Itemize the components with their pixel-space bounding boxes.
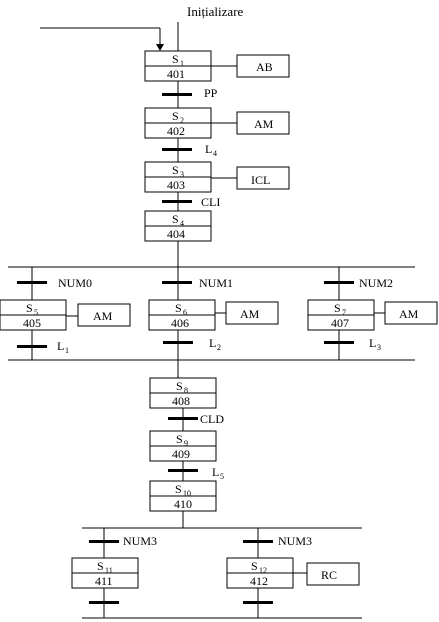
step-s2-code: 402 — [167, 124, 185, 138]
step-s5-letter: S — [26, 301, 33, 315]
step-s11: S 11 411 — [71, 557, 139, 589]
action-s12-label: RC — [321, 568, 337, 582]
step-s1-code: 401 — [167, 67, 185, 81]
step-s6: S 6 406 — [148, 299, 216, 331]
transition-num3b-label: NUM3 — [278, 534, 312, 548]
transition-l1-bar — [17, 345, 47, 348]
transition-l2-bar — [163, 341, 193, 344]
step-s8: S 8 408 — [149, 377, 217, 409]
action-s7: AM — [384, 301, 438, 325]
action-s3-label: ICL — [251, 173, 270, 187]
step-s5-code: 405 — [23, 316, 41, 330]
transition-num2-bar — [324, 281, 354, 284]
init-arrow-head — [156, 44, 164, 51]
step-s11-code: 411 — [95, 574, 113, 588]
step-s3-letter: S — [172, 163, 179, 177]
action-s2: AM — [236, 111, 290, 135]
step-s7-index: 7 — [342, 308, 346, 317]
transition-cli-label: CLI — [201, 195, 220, 209]
transition-num1-bar — [162, 281, 192, 284]
action-s5-label: AM — [93, 309, 113, 323]
step-s2-letter: S — [172, 109, 179, 123]
transition-num3b-bar — [243, 540, 273, 543]
action-s6-label: AM — [240, 307, 260, 321]
action-s12: RC — [306, 562, 360, 586]
step-s4: S 4 404 — [144, 210, 212, 242]
step-s8-code: 408 — [172, 394, 190, 408]
step-s12: S 12 412 — [226, 557, 294, 589]
step-s8-letter: S — [176, 379, 183, 393]
init-arrow — [40, 22, 179, 52]
transition-l4-label: L — [205, 142, 212, 156]
step-s12-code: 412 — [250, 574, 268, 588]
step-s4-letter: S — [172, 212, 179, 226]
transition-l3-index: 3 — [377, 343, 381, 352]
transition-cld-bar — [168, 417, 198, 420]
step-s1-index: 1 — [180, 59, 184, 68]
transition-pp-label: PP — [204, 86, 218, 100]
transition-l5-bar — [168, 469, 198, 472]
step-s5-index: 5 — [34, 308, 38, 317]
step-s3-code: 403 — [167, 178, 185, 192]
step-s4-index: 4 — [180, 219, 184, 228]
step-s12-letter: S — [251, 559, 258, 573]
step-s7-letter: S — [334, 301, 341, 315]
step-s8-index: 8 — [184, 386, 188, 395]
transition-s11-exit-bar — [89, 601, 119, 604]
step-s1: S 1 401 — [144, 50, 212, 82]
action-s1: AB — [236, 54, 290, 78]
step-s7-code: 407 — [331, 316, 349, 330]
step-s6-code: 406 — [171, 316, 189, 330]
step-s2: S 2 402 — [144, 107, 212, 139]
transition-num3a-label: NUM3 — [123, 534, 157, 548]
transition-num2-label: NUM2 — [359, 276, 393, 290]
step-s4-code: 404 — [167, 227, 185, 241]
step-s11-index: 11 — [105, 566, 113, 575]
step-s12-index: 12 — [259, 566, 267, 575]
action-s2-label: AM — [254, 117, 274, 131]
transition-l3-label: L — [369, 336, 376, 350]
step-s2-index: 2 — [180, 116, 184, 125]
step-s9: S 9 409 — [149, 430, 217, 462]
action-s7-label: AM — [399, 307, 419, 321]
action-s5: AM — [77, 303, 131, 327]
transition-cld-label: CLD — [200, 412, 224, 426]
action-s6: AM — [225, 301, 279, 325]
action-s1-label: AB — [256, 60, 273, 74]
action-s3: ICL — [236, 166, 290, 190]
transition-l4-bar — [162, 148, 192, 151]
step-s9-code: 409 — [172, 447, 190, 461]
transition-num0-bar — [17, 281, 47, 284]
step-s9-letter: S — [176, 432, 183, 446]
step-s10-index: 10 — [183, 489, 191, 498]
transition-s12-exit-bar — [243, 601, 273, 604]
transition-cli-bar — [162, 200, 192, 203]
step-s10: S 10 410 — [149, 480, 217, 512]
transition-num3a-bar — [89, 540, 119, 543]
transition-l2-label: L — [209, 336, 216, 350]
step-s10-code: 410 — [174, 497, 192, 511]
transition-l1-label: L — [57, 339, 64, 353]
step-s6-letter: S — [175, 301, 182, 315]
step-s3: S 3 403 — [144, 161, 212, 193]
transition-l5-index: 5 — [220, 472, 224, 481]
transition-l3-bar — [324, 341, 354, 344]
transition-num0-label: NUM0 — [58, 276, 92, 290]
step-s7: S 7 407 — [307, 299, 375, 331]
transition-l1-index: 1 — [65, 346, 69, 355]
transition-l5-label: L — [212, 465, 219, 479]
transition-num1-label: NUM1 — [199, 276, 233, 290]
step-s11-letter: S — [97, 559, 104, 573]
step-s5: S 5 405 — [0, 299, 67, 331]
diagram-title: Inițializare — [187, 4, 244, 19]
step-s3-index: 3 — [180, 170, 184, 179]
step-s1-letter: S — [172, 52, 179, 66]
step-s6-index: 6 — [183, 308, 187, 317]
step-s9-index: 9 — [184, 439, 188, 448]
transition-l2-index: 2 — [217, 343, 221, 352]
step-s10-letter: S — [175, 482, 182, 496]
transition-l4-index: 4 — [213, 149, 217, 158]
transition-pp-bar — [162, 93, 192, 96]
